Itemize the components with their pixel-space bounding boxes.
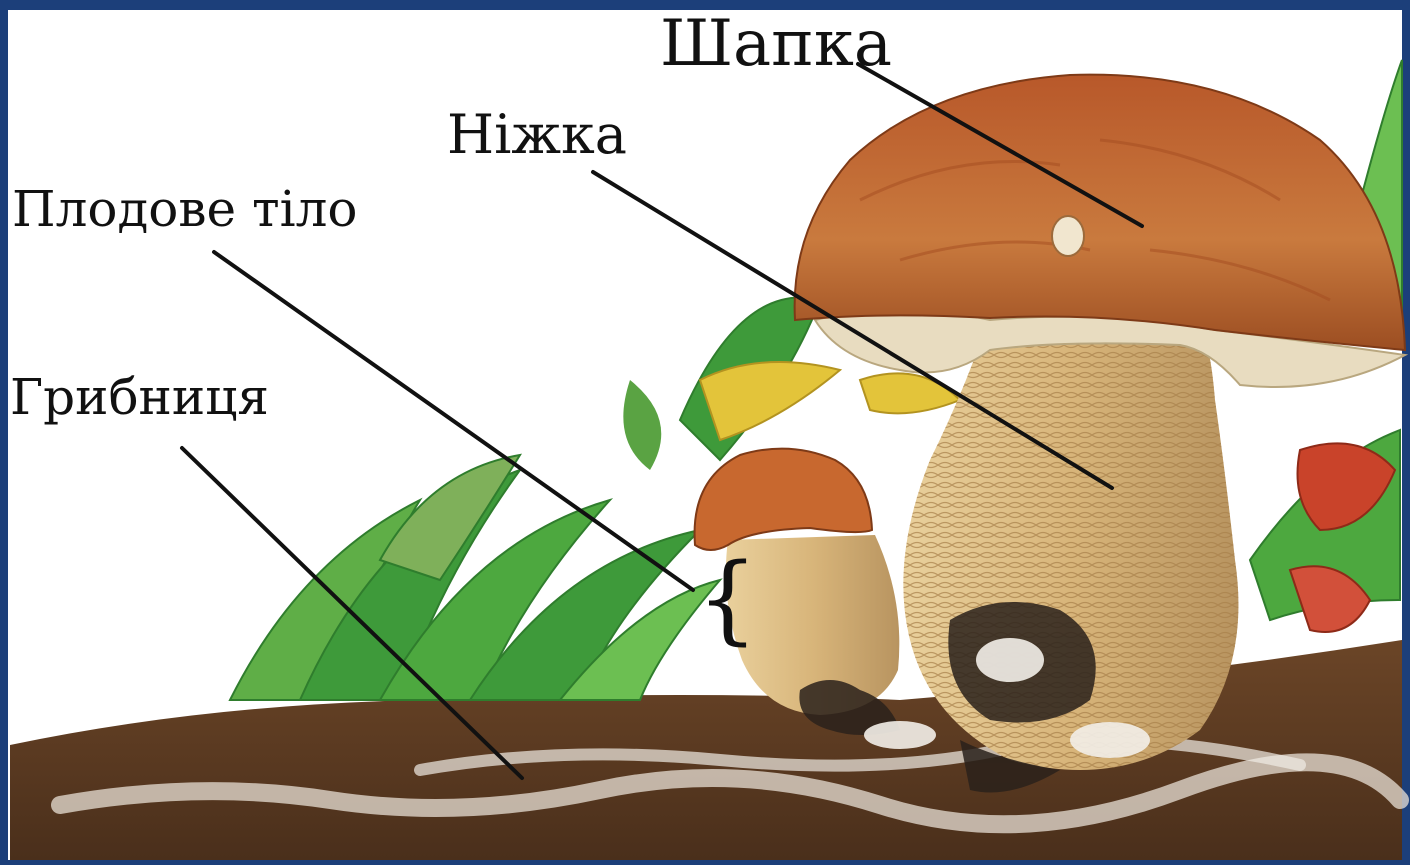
- label-mycelium: Грибниця: [10, 372, 269, 422]
- label-fruiting-body: Плодове тіло: [12, 184, 358, 234]
- large-cap: [795, 75, 1405, 350]
- small-cap: [695, 449, 872, 550]
- fruiting-body-brace: {: [697, 543, 758, 655]
- label-cap: Шапка: [660, 12, 892, 76]
- label-stem: Ніжка: [447, 108, 627, 162]
